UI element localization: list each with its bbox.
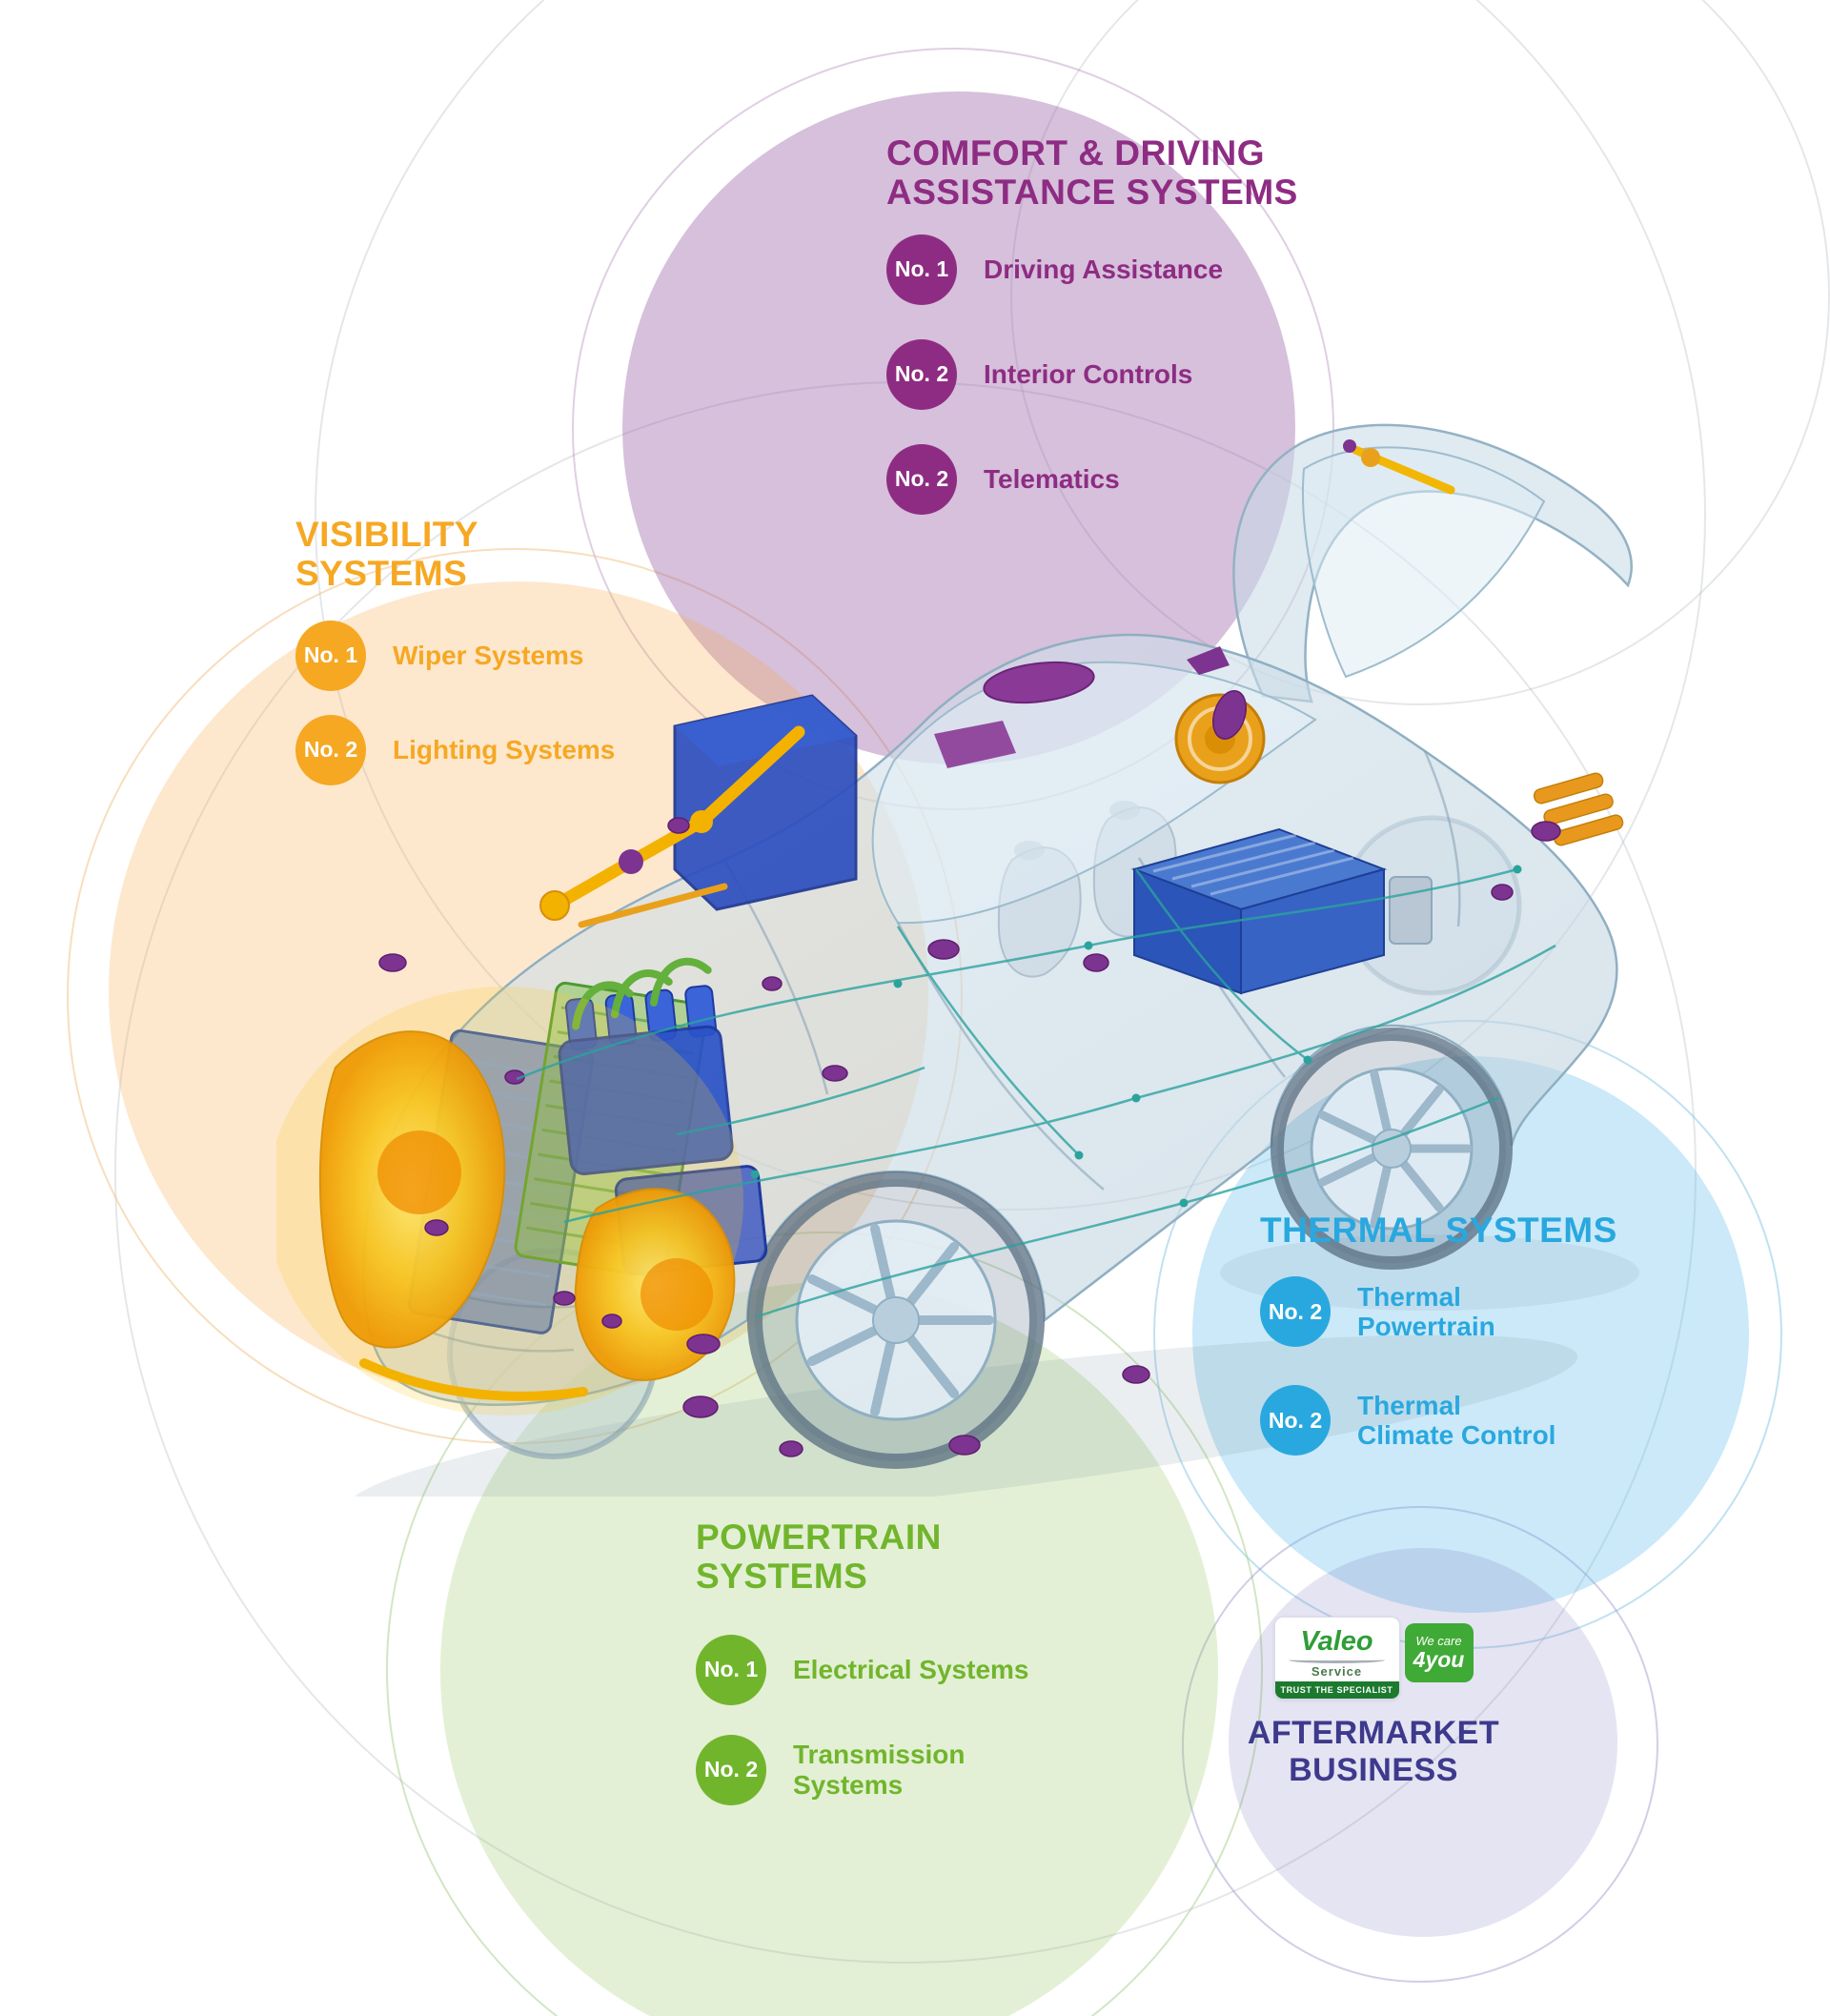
rank-badge: No. 2 <box>1260 1276 1331 1348</box>
wheel-rear <box>1271 1028 1513 1270</box>
we-care-badge: We care 4you <box>1404 1623 1474 1682</box>
front-wiper-linkage <box>539 725 805 928</box>
bubble-powertrain-systems <box>440 1282 1218 2016</box>
system-label: Driving Assistance <box>984 254 1224 284</box>
system-item: No. 1 Wiper Systems <box>295 620 615 691</box>
system-item: No. 2 Interior Controls <box>886 338 1298 410</box>
headlamp-assembly <box>276 987 743 1415</box>
bubble-aftermarket <box>1229 1548 1617 1937</box>
wheel-front <box>747 1171 1045 1469</box>
aftermarket-business: Valeo Service TRUST THE SPECIALIST We ca… <box>1221 1617 1526 1789</box>
wiring-harness <box>516 865 1556 1319</box>
system-label: Thermal Powertrain <box>1357 1281 1495 1342</box>
rear-wiper <box>1343 439 1455 495</box>
roof-telematics-module <box>934 646 1230 768</box>
hvac-blower-unit <box>673 694 858 911</box>
rank-badge: No. 2 <box>886 338 957 410</box>
valeo-banner: TRUST THE SPECIALIST <box>1274 1681 1399 1699</box>
car-cutaway-illustration <box>276 423 1639 1497</box>
group-title: VISIBILITY SYSTEMS <box>295 515 479 594</box>
valeo-swoosh-icon <box>1288 1657 1386 1663</box>
engine-block <box>558 957 734 1175</box>
purple-electronics <box>378 690 1561 1457</box>
rank-badge: No. 1 <box>295 620 366 691</box>
valeo-logo-main: Valeo Service TRUST THE SPECIALIST <box>1273 1617 1400 1700</box>
system-item: No. 2 Thermal Climate Control <box>1260 1385 1617 1456</box>
rear-lamp-vents <box>1533 772 1624 846</box>
rank-badge: No. 1 <box>886 234 957 305</box>
system-label: Telematics <box>984 463 1120 494</box>
system-label: Lighting Systems <box>393 734 616 764</box>
group-title: POWERTRAIN SYSTEMS <box>696 1517 942 1597</box>
system-label: Interior Controls <box>984 358 1193 389</box>
system-label: Thermal Climate Control <box>1357 1390 1556 1451</box>
intake-manifold <box>572 957 712 1030</box>
group-comfort-driving-assistance: COMFORT & DRIVING ASSISTANCE SYSTEMS No.… <box>886 133 1298 515</box>
group-title: THERMAL SYSTEMS <box>1260 1211 1617 1250</box>
group-powertrain-systems: POWERTRAIN SYSTEMS No. 1 Electrical Syst… <box>696 1517 1029 1805</box>
rank-badge: No. 2 <box>696 1734 766 1805</box>
system-item: No. 2 Telematics <box>886 443 1298 515</box>
system-item: No. 1 Electrical Systems <box>696 1634 1029 1705</box>
rank-badge: No. 2 <box>295 714 366 785</box>
valeo-wordmark: Valeo <box>1300 1626 1373 1657</box>
valeo-service-logo: Valeo Service TRUST THE SPECIALIST We ca… <box>1273 1617 1474 1700</box>
group-title: COMFORT & DRIVING ASSISTANCE SYSTEMS <box>886 133 1298 213</box>
rank-badge: No. 2 <box>886 443 957 515</box>
system-item: No. 2 Lighting Systems <box>295 714 616 785</box>
group-thermal-systems: THERMAL SYSTEMS No. 2 Thermal Powertrain… <box>1260 1211 1617 1456</box>
aftermarket-title: AFTERMARKET BUSINESS <box>1247 1715 1500 1788</box>
system-label: Wiper Systems <box>393 640 584 670</box>
system-item: No. 2 Thermal Powertrain <box>1260 1276 1617 1348</box>
liftgate-open <box>1232 423 1633 703</box>
battery-pack <box>1130 827 1433 995</box>
system-item: No. 2 Transmission Systems <box>696 1734 1029 1805</box>
rank-badge: No. 2 <box>1260 1385 1331 1456</box>
system-item: No. 1 Driving Assistance <box>886 234 1298 305</box>
decorative-ring <box>1182 1506 1658 1983</box>
valeo-service-label: Service <box>1311 1664 1363 1679</box>
rank-badge: No. 1 <box>696 1634 766 1705</box>
system-label: Transmission Systems <box>793 1739 966 1800</box>
system-label: Electrical Systems <box>793 1654 1029 1684</box>
group-visibility-systems: VISIBILITY SYSTEMS No. 1 Wiper Systems N… <box>295 515 615 785</box>
